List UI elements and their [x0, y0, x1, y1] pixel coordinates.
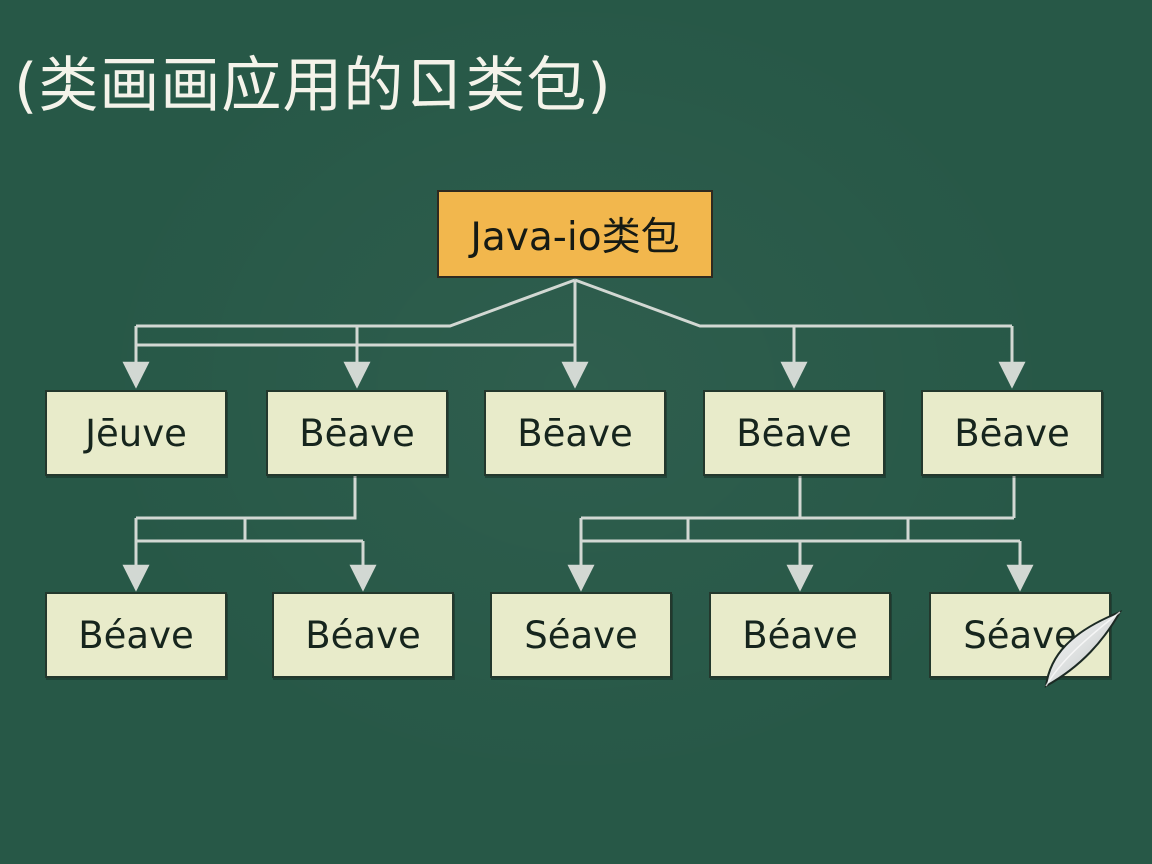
level1-node-4: Bēave: [703, 390, 885, 476]
level2-node-4: Béave: [709, 592, 891, 678]
level2-node-3: Séave: [490, 592, 672, 678]
connector-left-stem: [136, 476, 357, 520]
root-node-java-io: Java-io类包: [437, 190, 713, 278]
level1-node-1: Jēuve: [45, 390, 227, 476]
page-curl-icon: [1044, 610, 1123, 688]
level1-node-2: Bēave: [266, 390, 448, 476]
level2-node-1: Béave: [45, 592, 227, 678]
level1-node-3: Bēave: [484, 390, 666, 476]
level2-node-2: Béave: [272, 592, 454, 678]
diagram-title: (类画画应用的ㄖ类包): [14, 51, 612, 121]
connector-root-split-right: [574, 278, 1012, 328]
level1-node-5: Bēave: [921, 390, 1103, 476]
connector-root-split: [136, 278, 576, 328]
